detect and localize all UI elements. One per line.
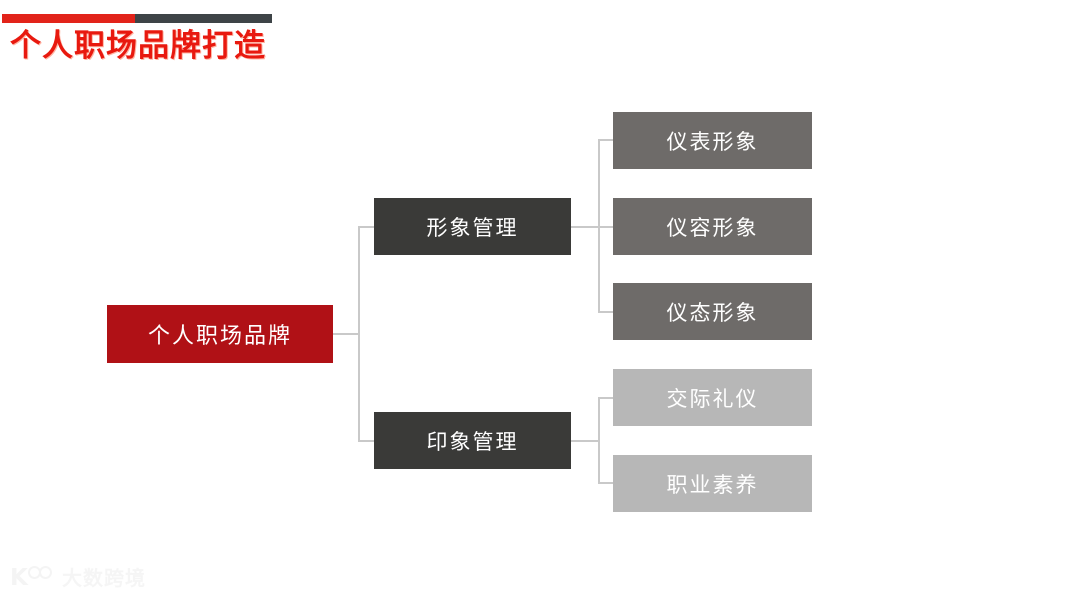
node-branch-1[interactable]: 形象管理 (374, 198, 571, 255)
node-branch-2-child-2[interactable]: 职业素养 (613, 455, 812, 512)
connector-branch-2-trunk (598, 397, 600, 483)
connector-root-stub (333, 333, 360, 335)
node-branch-1-child-3[interactable]: 仪态形象 (613, 283, 812, 340)
watermark-text: 大数跨境 (62, 566, 146, 590)
connector-branch-2-stub (571, 440, 600, 442)
node-root[interactable]: 个人职场品牌 (107, 305, 333, 363)
connector-to-branch-1 (358, 226, 376, 228)
connector-branch-1-child-1 (598, 139, 615, 141)
connector-branch-1-child-2 (598, 226, 615, 228)
node-branch-1-child-2[interactable]: 仪容形象 (613, 198, 812, 255)
connector-branch-2-child-1 (598, 397, 615, 399)
page-title: 个人职场品牌打造 (10, 28, 266, 64)
node-branch-2[interactable]: 印象管理 (374, 412, 571, 469)
title-accent-bar (2, 14, 272, 23)
connector-root-trunk (358, 226, 360, 442)
node-branch-1-child-1[interactable]: 仪表形象 (613, 112, 812, 169)
watermark-logo-dot-right (39, 566, 52, 579)
connector-branch-1-child-3 (598, 311, 615, 313)
connector-to-branch-2 (358, 440, 376, 442)
watermark-logo-icon: K (10, 564, 56, 592)
watermark: K 大数跨境 (10, 564, 146, 592)
connector-branch-1-stub (571, 226, 600, 228)
accent-bar-dark-segment (135, 14, 272, 23)
watermark-logo-glyph: K (10, 565, 28, 591)
watermark-logo-dot-left (28, 566, 41, 579)
connector-branch-2-child-2 (598, 482, 615, 484)
accent-bar-red-segment (2, 14, 135, 23)
node-branch-2-child-1[interactable]: 交际礼仪 (613, 369, 812, 426)
